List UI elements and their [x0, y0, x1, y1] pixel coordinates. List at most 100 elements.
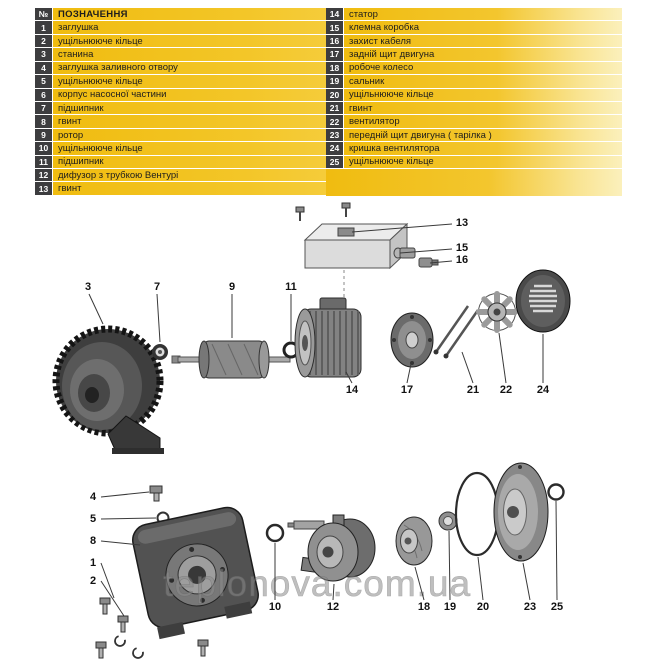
callout-number: 13: [456, 217, 468, 229]
leader-line: [399, 248, 453, 254]
front-shield-drawing: [493, 462, 549, 562]
callout-number: 10: [269, 601, 281, 613]
part-number: 11: [35, 155, 53, 170]
seal-drawing: [438, 511, 458, 531]
callout-number: 20: [477, 601, 489, 613]
leader-line: [100, 580, 125, 617]
table-filler: [326, 169, 622, 196]
designation-column-header: ПОЗНАЧЕННЯ: [53, 8, 326, 22]
o-ring-25-drawing: [547, 483, 565, 501]
leader-line: [414, 566, 425, 601]
part-label: кришка вентилятора: [344, 142, 622, 156]
part-label: гвинт: [344, 101, 622, 116]
leader-line: [100, 517, 157, 520]
callout-number: 9: [229, 281, 235, 293]
callout-number: 7: [154, 281, 160, 293]
part-label: передній щит двигуна ( тарілка ): [344, 128, 622, 143]
callout-number: 17: [401, 384, 413, 396]
number-column-header: №: [35, 8, 53, 22]
rear-shield-drawing: [390, 312, 434, 368]
part-number: 14: [326, 8, 344, 22]
part-label: корпус насосної частини: [53, 88, 326, 102]
leader-line: [100, 491, 150, 498]
plugs-and-clips-drawing: [95, 597, 209, 659]
part-number: 2: [35, 34, 53, 49]
part-label: ущільнююче кільце: [53, 75, 326, 89]
watermark: teplonova.com.ua: [163, 563, 471, 604]
fan-cover-drawing: [515, 269, 571, 333]
part-number: 15: [326, 21, 344, 35]
bearing-housing-drawing: [52, 325, 164, 454]
leader-line: [345, 371, 353, 384]
part-number: 10: [35, 142, 53, 156]
callout-number: 4: [90, 491, 97, 503]
callout-number: 1: [90, 557, 96, 569]
stator-drawing: [294, 297, 362, 378]
o-ring-large-drawing: [454, 471, 500, 557]
part-number: 20: [326, 88, 344, 102]
leader-line: [522, 562, 531, 601]
part-label: ущільнююче кільце: [53, 142, 326, 156]
part-label: підшипник: [53, 101, 326, 116]
fan-drawing: [476, 291, 518, 333]
part-label: клемна коробка: [344, 21, 622, 35]
part-label: ротор: [53, 128, 326, 143]
callout-number: 2: [90, 575, 96, 587]
part-number: 9: [35, 128, 53, 143]
callout-number: 8: [90, 535, 96, 547]
leader-line: [88, 293, 104, 325]
part-label: статор: [344, 8, 622, 22]
callout-number: 24: [537, 384, 550, 396]
part-number: 3: [35, 48, 53, 62]
part-label: ущільнююче кільце: [53, 34, 326, 49]
part-label: заглушка заливного отвору: [53, 61, 326, 76]
leader-line: [429, 260, 453, 264]
part-label: вентилятор: [344, 115, 622, 129]
leader-line: [100, 562, 115, 599]
bearing-drawing: [152, 344, 168, 360]
part-label: станина: [53, 48, 326, 62]
part-number: 16: [326, 34, 344, 49]
part-number: 5: [35, 75, 53, 89]
callout-number: 22: [500, 384, 512, 396]
part-label: підшипник: [53, 155, 326, 170]
leader-line: [100, 540, 141, 546]
callout-number: 25: [551, 601, 563, 613]
part-label: захист кабеля: [344, 34, 622, 49]
part-label: заглушка: [53, 21, 326, 35]
callout-number: 14: [346, 384, 359, 396]
leader-line: [498, 332, 507, 384]
part-label: задній щит двигуна: [344, 48, 622, 62]
part-label: дифузор з трубкою Вентурі: [53, 169, 326, 183]
part-number: 1: [35, 21, 53, 35]
leader-line: [448, 530, 451, 601]
leader-line: [477, 556, 484, 601]
callout-number: 15: [456, 242, 468, 254]
part-number: 6: [35, 88, 53, 102]
part-label: ущільнююче кільце: [344, 88, 622, 102]
leader-line: [156, 293, 161, 343]
impeller-drawing: [395, 516, 433, 566]
callout-number: 21: [467, 384, 479, 396]
part-number: 4: [35, 61, 53, 76]
